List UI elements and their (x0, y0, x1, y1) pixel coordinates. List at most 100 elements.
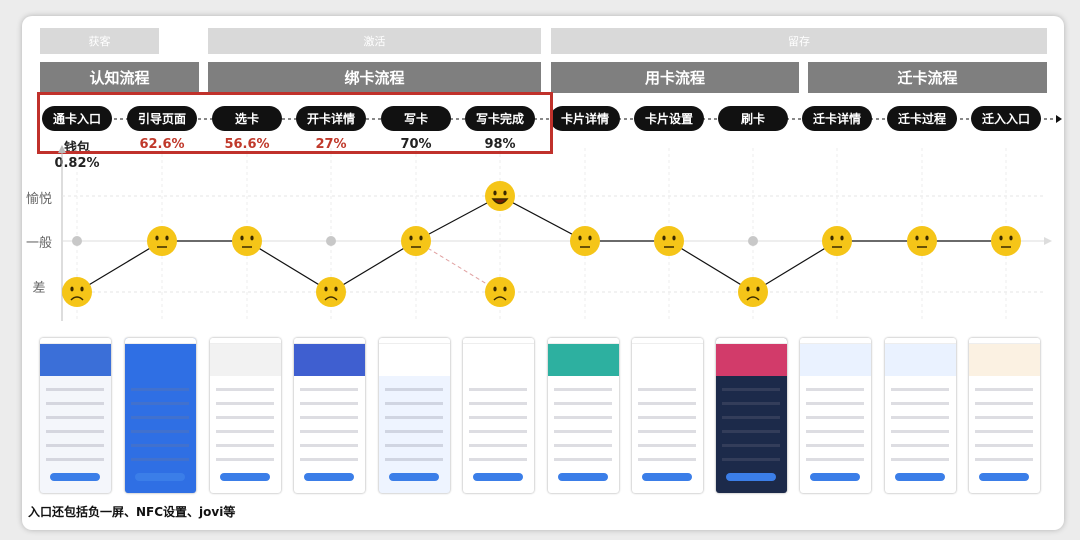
status-bar (969, 338, 1040, 344)
timeline-arrow (1056, 115, 1062, 123)
screen-primary-button (304, 473, 354, 481)
screen-content-line (131, 458, 189, 461)
screen-content-line (469, 388, 527, 391)
screen-content-line (806, 444, 864, 447)
step-card-settings[interactable]: 卡片设置 (634, 106, 704, 131)
screen-content-line (554, 416, 612, 419)
screen-content-line (131, 402, 189, 405)
screen-content-line (385, 458, 443, 461)
screen-content-line (554, 402, 612, 405)
emotion-face-step-5-eye (419, 235, 423, 241)
screen-content-line (300, 416, 358, 419)
conversion-rate-complete: 98% (484, 137, 516, 152)
emotion-face-step-6-alt-face (485, 277, 515, 307)
screen-content-line (975, 430, 1033, 433)
screen-content-line (638, 458, 696, 461)
screen-content-line (131, 388, 189, 391)
screen-content-line (385, 416, 443, 419)
step-card-info[interactable]: 卡片详情 (550, 106, 620, 131)
screen-content-line (722, 388, 780, 391)
screenshot-migration-details (800, 338, 871, 493)
status-bar (800, 338, 871, 344)
emotion-face-step-8-face (654, 226, 684, 256)
screen-content-line (46, 430, 104, 433)
status-bar (548, 338, 619, 344)
emotion-face-step-7-eye (578, 235, 582, 241)
emotion-label-poor: 差 (32, 281, 46, 296)
screen-primary-button (389, 473, 439, 481)
screenshot-swipe-card (716, 338, 787, 493)
step-swipe-card[interactable]: 刷卡 (718, 106, 788, 131)
screen-primary-button (473, 473, 523, 481)
emotion-face-step-5-face (401, 226, 431, 256)
screen-content-line (891, 444, 949, 447)
screen-header-block (463, 344, 534, 376)
screen-content-line (385, 444, 443, 447)
screen-content-line (806, 388, 864, 391)
step-migration-entry[interactable]: 迁入入口 (971, 106, 1041, 131)
screen-content-line (46, 458, 104, 461)
emotion-face-step-12-eye (999, 235, 1003, 241)
screen-content-line (216, 444, 274, 447)
emotion-y-axis-arrow (58, 145, 66, 153)
emotion-curve-line (76, 195, 1006, 293)
screen-primary-button (726, 473, 776, 481)
step-open-card-details[interactable]: 开卡详情 (296, 106, 366, 131)
journey-map-canvas: 获客 激活 留存 认知流程 绑卡流程 用卡流程 迁卡流程 通卡入口 引导页面 选… (22, 16, 1064, 530)
screen-content-line (638, 388, 696, 391)
screen-content-line (975, 444, 1033, 447)
flow-header-migration: 迁卡流程 (808, 62, 1047, 93)
emotion-face-step-2-eye (155, 235, 159, 241)
screen-content-line (554, 458, 612, 461)
emotion-face-step-6-alt-mouth (493, 296, 507, 301)
screen-content-line (385, 388, 443, 391)
emotion-face-step-11-face (907, 226, 937, 256)
status-bar (463, 338, 534, 344)
status-bar (632, 338, 703, 344)
screen-content-line (638, 402, 696, 405)
emotion-face-step-12 (991, 226, 1021, 256)
emotion-face-step-4 (316, 277, 346, 307)
step-select-card[interactable]: 选卡 (212, 106, 282, 131)
step-migration-details[interactable]: 迁卡详情 (802, 106, 872, 131)
step-card-entry[interactable]: 通卡入口 (42, 106, 112, 131)
screen-content-line (554, 388, 612, 391)
screen-content-line (891, 458, 949, 461)
emotion-face-step-1-eye (80, 286, 84, 292)
emotion-face-step-5 (401, 226, 431, 256)
screen-content-line (722, 458, 780, 461)
screen-header-block (210, 344, 281, 376)
status-bar (379, 338, 450, 344)
status-bar (716, 338, 787, 344)
screen-content-line (806, 416, 864, 419)
screen-header-block (800, 344, 871, 376)
screen-content-line (300, 430, 358, 433)
screen-content-line (722, 416, 780, 419)
timeline-svg (42, 115, 1062, 123)
screen-content-line (638, 444, 696, 447)
screen-content-line (300, 402, 358, 405)
emotion-face-step-3-eye (240, 235, 244, 241)
step-guide-page[interactable]: 引导页面 (127, 106, 197, 131)
screen-content-line (300, 444, 358, 447)
screen-content-line (891, 430, 949, 433)
screen-primary-button (810, 473, 860, 481)
status-bar (210, 338, 281, 344)
screenshot-card-settings (632, 338, 703, 493)
step-write-card[interactable]: 写卡 (381, 106, 451, 131)
screen-content-line (131, 444, 189, 447)
emotion-face-step-6-mouth (491, 198, 509, 205)
screen-content-line (975, 388, 1033, 391)
screenshot-card-details (294, 338, 365, 493)
emotion-face-step-4-eye (334, 286, 338, 292)
status-bar (294, 338, 365, 344)
emotion-neutral-axis-arrow (1044, 237, 1052, 245)
conversion-rate-select: 56.6% (224, 137, 270, 152)
step-migration-process[interactable]: 迁卡过程 (887, 106, 957, 131)
screen-primary-button (642, 473, 692, 481)
step-write-complete[interactable]: 写卡完成 (465, 106, 535, 131)
emotion-face-step-1-face (62, 277, 92, 307)
screen-header-block (548, 344, 619, 376)
emotion-face-step-3 (232, 226, 262, 256)
screen-header-block (632, 344, 703, 376)
